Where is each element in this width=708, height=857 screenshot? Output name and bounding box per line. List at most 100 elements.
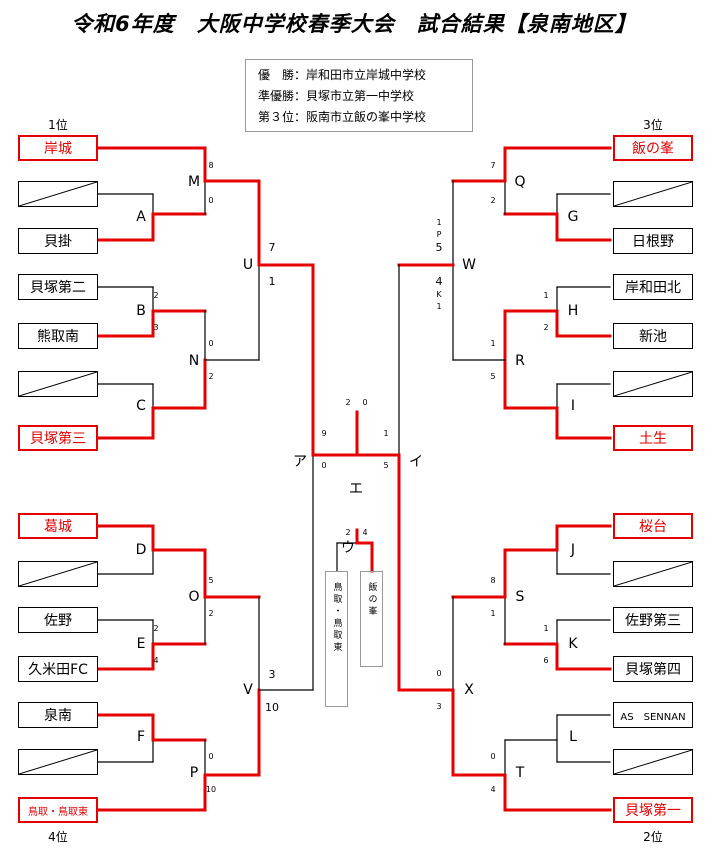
score: 2	[345, 398, 351, 407]
match-label-n: N	[188, 353, 200, 369]
score: 10	[205, 785, 217, 794]
score: 2	[208, 372, 214, 381]
team-as-sennan: AS SENNAN	[613, 702, 693, 728]
score: 0	[321, 461, 327, 470]
rank-4-label: 4位	[48, 830, 68, 844]
third-place-left-name: 鳥取・鳥取東	[331, 582, 342, 654]
team-habu: 土生	[613, 425, 693, 451]
third-place-team-left: 鳥取・鳥取東	[325, 571, 348, 707]
score: 3	[436, 702, 442, 711]
team-katsuragi: 葛城	[18, 513, 98, 539]
match-label-j: J	[570, 542, 576, 558]
score: 4	[362, 528, 368, 537]
score: 0	[208, 752, 214, 761]
score: 2	[543, 323, 549, 332]
score: 0	[436, 669, 442, 678]
team-sano-daisan: 佐野第三	[613, 607, 693, 633]
score: 0	[362, 398, 368, 407]
match-label-t: T	[515, 765, 525, 781]
score: 10	[265, 701, 279, 714]
score: 1	[268, 275, 276, 288]
team-bye	[18, 181, 98, 207]
team-kaizuka-daini: 貝塚第二	[18, 274, 98, 300]
score: P	[436, 230, 442, 239]
score: 1	[436, 302, 442, 311]
team-kaigake: 貝掛	[18, 228, 98, 254]
score: 5	[490, 372, 496, 381]
rank-2-label: 2位	[643, 830, 663, 844]
summary-champion: 優 勝：岸和田市立岸城中学校	[258, 68, 427, 82]
score: 4	[435, 275, 443, 288]
match-label-g: G	[567, 209, 579, 225]
match-label-c: C	[136, 398, 146, 414]
team-sano: 佐野	[18, 607, 98, 633]
score: 6	[543, 656, 549, 665]
rank-3-label: 3位	[643, 118, 663, 132]
team-tottori-tottorihigashi: 鳥取・鳥取東	[18, 797, 98, 823]
match-label-l: L	[569, 729, 577, 745]
team-inomine: 飯の峯	[613, 135, 693, 161]
score: 1	[543, 291, 549, 300]
score: 3	[153, 323, 159, 332]
bye-slash-icon	[19, 750, 97, 774]
team-bye	[18, 749, 98, 775]
score: 7	[268, 241, 276, 254]
team-shinike: 新池	[613, 323, 693, 349]
team-bye	[18, 561, 98, 587]
score: 2	[208, 609, 214, 618]
score: 4	[490, 785, 496, 794]
score: 0	[208, 196, 214, 205]
team-sennan: 泉南	[18, 702, 98, 728]
bye-slash-icon	[19, 182, 97, 206]
match-label-i-kana: イ	[409, 454, 423, 470]
match-label-u: U	[242, 257, 254, 273]
score: 1	[436, 218, 442, 227]
score: 5	[435, 241, 443, 254]
page-title: 令和6年度 大阪中学校春季大会 試合結果【泉南地区】	[71, 12, 637, 36]
bye-slash-icon	[19, 562, 97, 586]
team-kaizuka-daisan: 貝塚第三	[18, 425, 98, 451]
third-place-team-right: 飯の峯	[360, 571, 383, 667]
match-label-i: I	[570, 398, 576, 414]
match-label-o: O	[188, 589, 200, 605]
score: 2	[490, 196, 496, 205]
team-kumeda-fc: 久米田FC	[18, 656, 98, 682]
team-bye	[613, 371, 693, 397]
team-kaizuka-daiichi: 貝塚第一	[613, 797, 693, 823]
team-kishiwada-kita: 岸和田北	[613, 274, 693, 300]
bye-slash-icon	[614, 182, 692, 206]
match-label-v: V	[243, 682, 253, 698]
match-label-d: D	[135, 542, 147, 558]
summary-runner-up: 準優勝：貝塚市立第一中学校	[258, 89, 415, 103]
score: 1	[383, 429, 389, 438]
score: 1	[490, 339, 496, 348]
team-kaizuka-daiyon: 貝塚第四	[613, 656, 693, 682]
rank-1-label: 1位	[48, 118, 68, 132]
score: 1	[490, 609, 496, 618]
score: 2	[153, 624, 159, 633]
score: 5	[208, 576, 214, 585]
bye-slash-icon	[19, 372, 97, 396]
score: 8	[490, 576, 496, 585]
score: 5	[383, 461, 389, 470]
team-bye	[18, 371, 98, 397]
team-hineno: 日根野	[613, 228, 693, 254]
match-label-final: エ	[349, 481, 363, 497]
score: 4	[153, 656, 159, 665]
bye-slash-icon	[614, 562, 692, 586]
team-kishiki: 岸城	[18, 135, 98, 161]
match-label-s: S	[515, 589, 525, 605]
team-bye	[613, 181, 693, 207]
score: 2	[153, 291, 159, 300]
score: 0	[208, 339, 214, 348]
team-sakuradai: 桜台	[613, 513, 693, 539]
bye-slash-icon	[614, 750, 692, 774]
score: 1	[543, 624, 549, 633]
team-bye	[613, 561, 693, 587]
results-summary: 優 勝：岸和田市立岸城中学校 準優勝：貝塚市立第一中学校 第３位：阪南市立飯の峯…	[245, 59, 473, 132]
match-label-m: M	[187, 174, 201, 190]
match-label-p: P	[189, 765, 199, 781]
match-label-x: X	[464, 682, 474, 698]
score: 3	[268, 668, 276, 681]
